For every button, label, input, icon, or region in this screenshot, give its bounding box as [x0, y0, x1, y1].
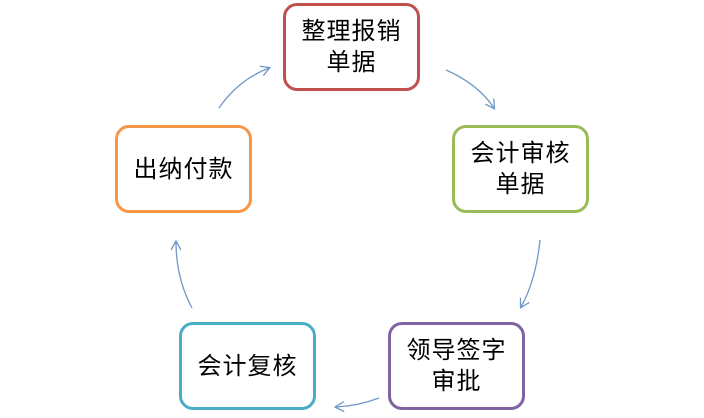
arrow-step3-to-step4 [333, 397, 380, 413]
arrow-step5-to-step1 [218, 65, 272, 109]
step-label: 出纳付款 [133, 154, 234, 183]
step-label: 领导签字审批 [406, 336, 507, 395]
step-label: 会计审核单据 [470, 139, 571, 198]
step-box-cashier-payment: 出纳付款 [115, 125, 252, 213]
step-label: 会计复核 [197, 351, 298, 380]
step-box-accounting-recheck: 会计复核 [179, 322, 316, 410]
step-box-leader-approval: 领导签字审批 [388, 322, 525, 410]
step-label: 整理报销单据 [301, 17, 402, 76]
step-box-organize-receipts: 整理报销单据 [283, 3, 420, 91]
arrow-step4-to-step5 [170, 239, 193, 309]
arrow-step2-to-step3 [519, 239, 541, 310]
step-box-accounting-review: 会计审核单据 [452, 125, 589, 213]
arrow-step1-to-step2 [445, 69, 496, 110]
